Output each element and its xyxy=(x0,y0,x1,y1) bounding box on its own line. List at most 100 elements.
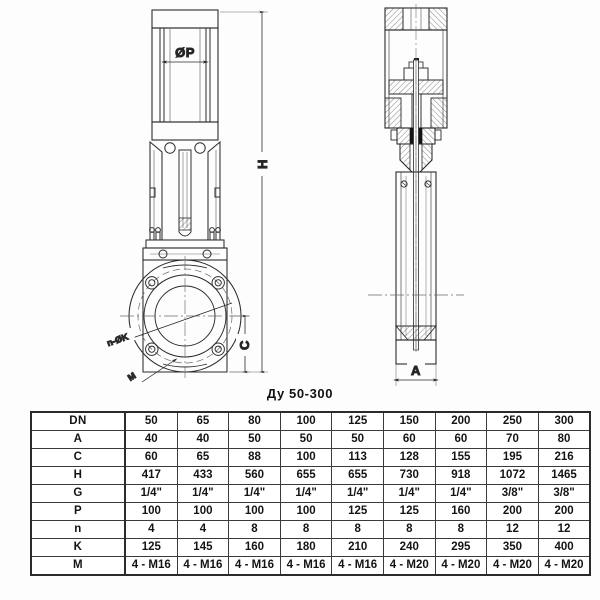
cell-n-8: 12 xyxy=(537,520,591,539)
cell-g-1: 1/4" xyxy=(176,484,230,503)
cell-a-8: 80 xyxy=(537,430,591,449)
cell-k-6: 295 xyxy=(434,538,488,557)
front-elevation-view: ØP xyxy=(99,9,271,386)
actuator-cylinder xyxy=(151,9,219,141)
cell-a-1: 40 xyxy=(176,430,230,449)
thread-m-leader: M xyxy=(122,358,178,386)
cell-n-6: 8 xyxy=(434,520,488,539)
drawing-caption: Ду 50-300 xyxy=(266,386,334,401)
cell-dn-2: 80 xyxy=(228,412,281,431)
cell-a-3: 50 xyxy=(279,430,333,449)
row-header-dn: DN xyxy=(30,412,126,431)
row-header-k: K xyxy=(30,538,126,557)
row-header-h: H xyxy=(30,466,126,485)
cell-dn-6: 200 xyxy=(434,412,488,431)
bore-p-dimension: ØP xyxy=(160,45,210,67)
cell-p-7: 200 xyxy=(486,502,539,521)
cell-g-4: 1/4" xyxy=(331,484,384,503)
cell-a-4: 50 xyxy=(331,430,384,449)
cell-dn-1: 65 xyxy=(176,412,230,431)
valve-yoke xyxy=(149,140,221,241)
cell-c-4: 113 xyxy=(331,448,384,467)
cell-dn-4: 125 xyxy=(331,412,384,431)
cell-p-1: 100 xyxy=(176,502,230,521)
cell-g-7: 3/8" xyxy=(486,484,539,503)
cell-h-0: 417 xyxy=(124,466,178,485)
cell-a-7: 70 xyxy=(486,430,539,449)
cell-n-0: 4 xyxy=(124,520,178,539)
cell-h-5: 730 xyxy=(382,466,436,485)
cell-c-5: 128 xyxy=(382,448,436,467)
cell-k-7: 350 xyxy=(486,538,539,557)
cell-m-4: 4 - M16 xyxy=(331,556,384,575)
cell-h-2: 560 xyxy=(228,466,281,485)
actuator-top-cap-section xyxy=(384,7,448,31)
cell-c-7: 195 xyxy=(486,448,539,467)
face-c-dimension: C xyxy=(229,314,253,374)
cell-h-7: 1072 xyxy=(486,466,539,485)
cell-a-0: 40 xyxy=(124,430,178,449)
valve-body-flange xyxy=(120,256,250,378)
gland-packing xyxy=(142,227,228,261)
cell-dn-3: 100 xyxy=(279,412,333,431)
cell-g-2: 1/4" xyxy=(228,484,281,503)
cell-p-8: 200 xyxy=(537,502,591,521)
row-header-p: P xyxy=(30,502,126,521)
cell-dn-8: 300 xyxy=(537,412,591,431)
drawing-canvas: ØP xyxy=(99,4,464,386)
cell-h-8: 1465 xyxy=(537,466,591,485)
cell-g-8: 3/8" xyxy=(537,484,591,503)
cell-k-8: 400 xyxy=(537,538,591,557)
technical-drawing: ØP xyxy=(99,4,464,386)
holes-nk-leader: n-ØK xyxy=(99,302,233,352)
cell-m-2: 4 - M16 xyxy=(228,556,281,575)
cell-m-7: 4 - M20 xyxy=(486,556,539,575)
cell-h-1: 433 xyxy=(176,466,230,485)
cell-p-2: 100 xyxy=(228,502,281,521)
cell-g-3: 1/4" xyxy=(279,484,333,503)
cell-c-3: 100 xyxy=(279,448,333,467)
cell-dn-0: 50 xyxy=(124,412,178,431)
row-header-n: n xyxy=(30,520,126,539)
cell-k-1: 145 xyxy=(176,538,230,557)
cell-p-4: 125 xyxy=(331,502,384,521)
cell-c-0: 60 xyxy=(124,448,178,467)
cell-m-0: 4 - M16 xyxy=(124,556,178,575)
face-c-label: C xyxy=(237,340,252,350)
cell-p-0: 100 xyxy=(124,502,178,521)
cell-m-5: 4 - M20 xyxy=(382,556,436,575)
height-h-label: H xyxy=(255,159,270,169)
cell-k-0: 125 xyxy=(124,538,178,557)
side-section-view: A xyxy=(368,4,464,386)
cell-n-1: 4 xyxy=(176,520,230,539)
cell-p-5: 125 xyxy=(382,502,436,521)
cell-h-3: 655 xyxy=(279,466,333,485)
cell-g-5: 1/4" xyxy=(382,484,436,503)
row-header-c: C xyxy=(30,448,126,467)
width-a-dimension: A xyxy=(392,362,440,386)
cell-m-8: 4 - M20 xyxy=(537,556,591,575)
cell-c-2: 88 xyxy=(228,448,281,467)
cell-k-3: 180 xyxy=(279,538,333,557)
cell-m-1: 4 - M16 xyxy=(176,556,230,575)
cell-p-3: 100 xyxy=(279,502,333,521)
cell-n-4: 8 xyxy=(331,520,384,539)
cell-c-1: 65 xyxy=(176,448,230,467)
row-header-m: M xyxy=(30,556,126,575)
cell-a-6: 60 xyxy=(434,430,488,449)
height-h-dimension: H xyxy=(220,10,271,374)
cell-g-6: 1/4" xyxy=(434,484,488,503)
cell-k-4: 210 xyxy=(331,538,384,557)
cell-m-3: 4 - M16 xyxy=(279,556,333,575)
